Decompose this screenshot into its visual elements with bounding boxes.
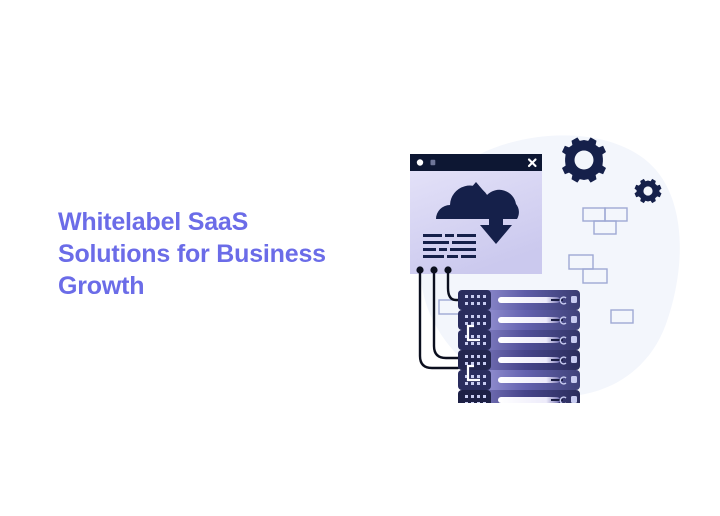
network-cables [416,266,460,370]
gear-small-icon [634,178,662,204]
browser-titlebar [410,154,542,171]
window-dot-white [416,159,424,166]
browser-window[interactable] [410,154,542,274]
server-unit-2[interactable] [458,310,580,330]
brick-outline-5 [582,268,608,284]
server-unit-5[interactable] [458,370,580,390]
brick-outline-6 [610,309,634,324]
brick-outline-group [438,207,634,324]
close-x-icon[interactable] [527,158,537,168]
cloud-saas-server-illustration [388,118,688,403]
headline-block: Whitelabel SaaS Solutions for Business G… [58,206,358,302]
window-text-lines [423,234,476,258]
cloud-sync-icon [436,182,519,244]
gear-large-icon [562,137,606,183]
server-unit-4[interactable] [458,350,580,370]
server-rack[interactable] [458,290,580,403]
brick-outline-4 [568,254,594,270]
server-unit-6[interactable] [458,390,580,403]
brick-outline-3 [593,220,617,235]
page-title: Whitelabel SaaS Solutions for Business G… [58,208,326,300]
server-cable-hooks [466,324,480,382]
server-unit-1[interactable] [458,290,580,310]
window-dot-grey [430,159,436,166]
